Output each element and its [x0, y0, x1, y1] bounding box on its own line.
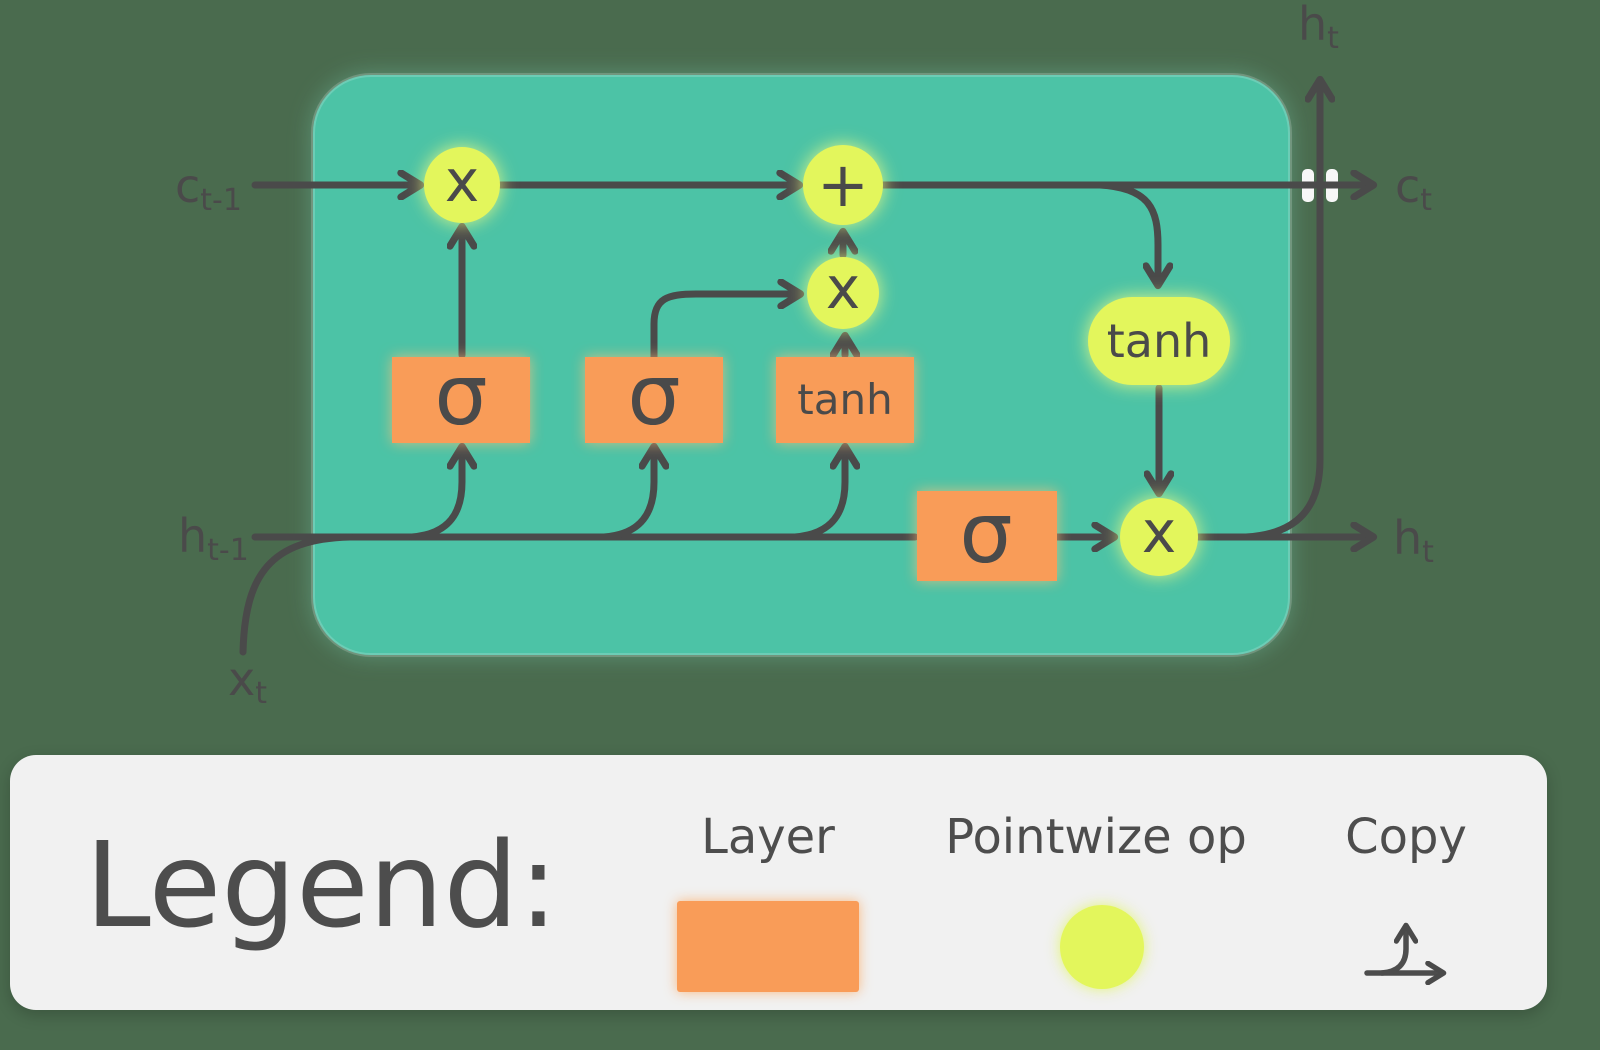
legend-label-pointwise-op: Pointwize op — [945, 809, 1247, 865]
hidden-state-out-top-label: ht — [1298, 0, 1339, 56]
input-gate-layer-box — [585, 357, 723, 443]
legend-panel: Legend: Layer Pointwize op Copy — [10, 755, 1547, 1010]
input-to-forget-gate-line — [408, 451, 462, 541]
legend-label-copy: Copy — [1345, 809, 1467, 865]
hidden-state-out-right-label: ht — [1393, 511, 1434, 570]
candidate-layer-box — [776, 357, 914, 443]
output-product-label: x — [1142, 498, 1176, 566]
state-tanh-node — [1088, 297, 1230, 385]
output-product-node — [1120, 498, 1198, 576]
layer-swatch — [677, 901, 859, 992]
cell-state-to-tanh-line — [1096, 181, 1158, 281]
hidden-state-prev-label: ht-1 — [178, 509, 249, 568]
input-x-merge-line — [239, 533, 354, 656]
copy-branch-icon — [1364, 913, 1460, 989]
input-product-node — [807, 257, 879, 329]
input-to-input-gate-line — [600, 451, 654, 541]
forget-product-node — [424, 147, 500, 223]
forget-gate-layer-box — [392, 357, 530, 443]
output-gate-label: σ — [959, 484, 1012, 582]
legend-title: Legend: — [85, 816, 559, 954]
candidate-layer-label: tanh — [797, 375, 892, 424]
forget-gate-label: σ — [434, 346, 487, 444]
forget-product-label: x — [445, 147, 479, 215]
cell-sum-node — [803, 145, 883, 225]
pointwise-op-swatch — [1060, 905, 1144, 989]
state-tanh-label: tanh — [1107, 314, 1212, 368]
input-x-label: xt — [228, 652, 267, 711]
output-gate-layer-box — [917, 491, 1057, 581]
cell-sum-label: + — [817, 148, 869, 221]
cell-state-prev-label: ct-1 — [175, 159, 242, 218]
input-gate-to-product-line — [650, 294, 796, 361]
input-product-label: x — [826, 254, 860, 322]
input-gate-label: σ — [627, 346, 680, 444]
lstm-cell-diagram: σ σ tanh σ x + x tanh x ct-1 ht-1 xt ht … — [175, 0, 1434, 711]
input-to-candidate-layer-line — [791, 451, 845, 541]
legend-label-layer: Layer — [701, 809, 835, 865]
cell-state-out-label: ct — [1395, 159, 1432, 218]
